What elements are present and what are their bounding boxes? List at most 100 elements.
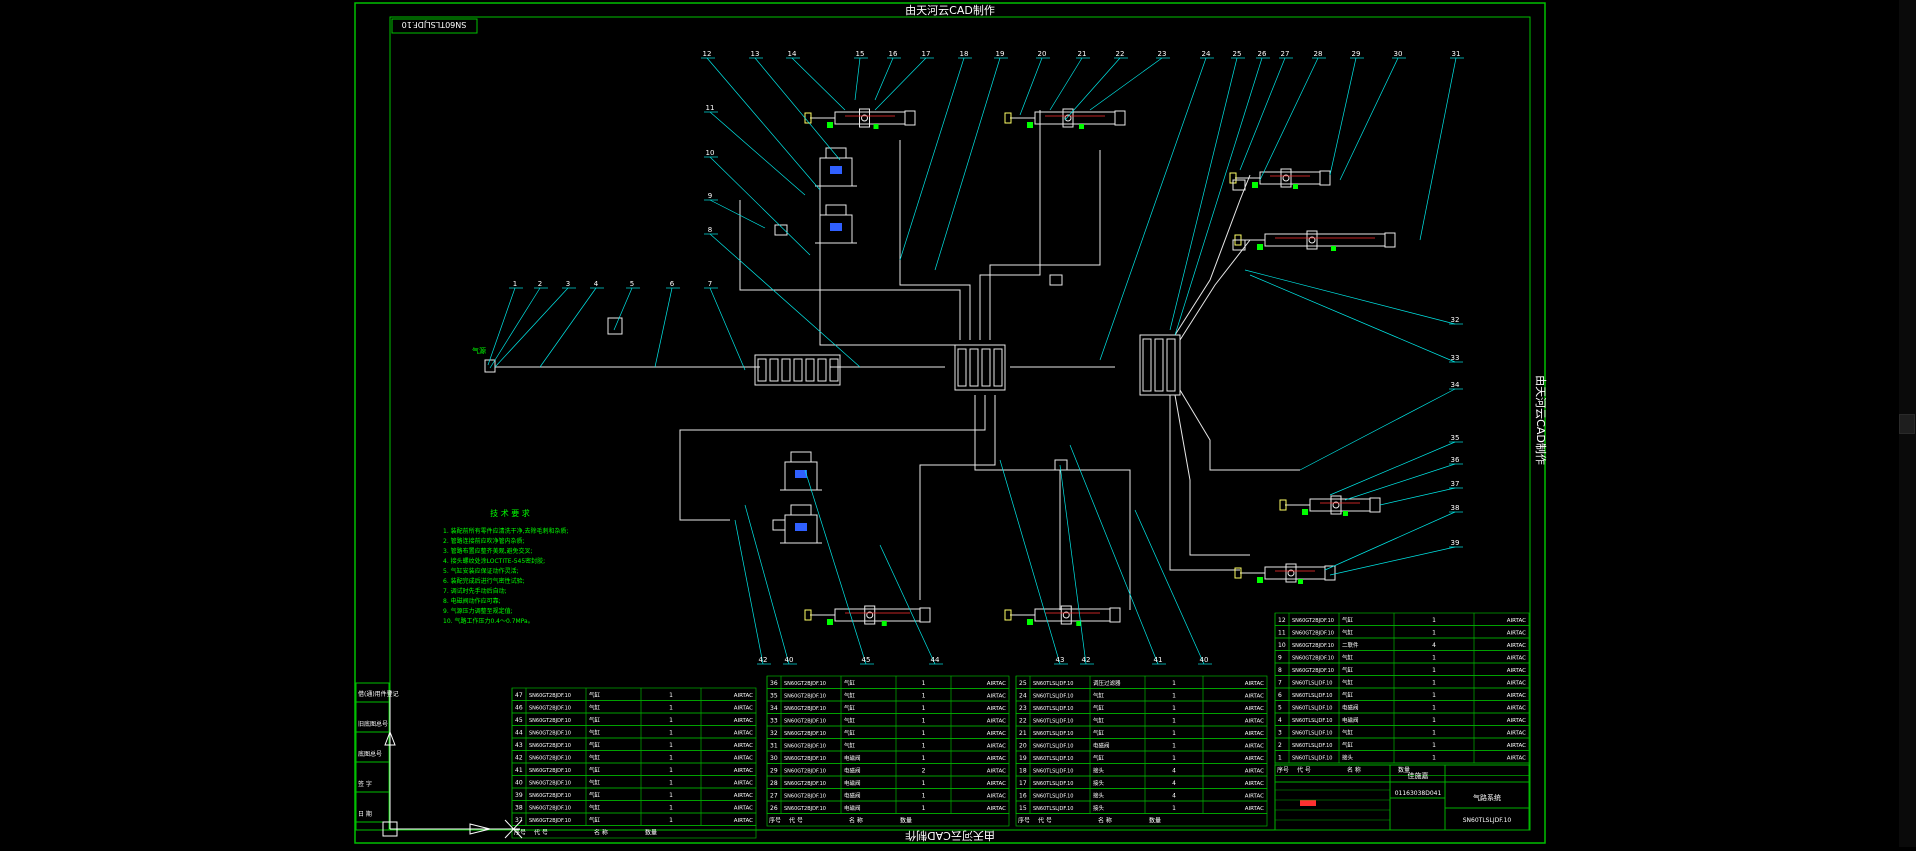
callout-number: 9 [708, 192, 712, 200]
bom-manufacturer: AIRTAC [987, 694, 1006, 700]
bom-qty: 1 [922, 718, 926, 725]
fitting-right [1331, 246, 1336, 251]
cylinder-valve [859, 108, 870, 128]
leader-line [706, 57, 821, 191]
valve-head [825, 147, 847, 159]
callout-number: 40 [785, 656, 794, 664]
leader-line [539, 287, 597, 368]
rod-end [1234, 567, 1242, 579]
tee-fitting [774, 224, 788, 236]
bom-qty: 1 [1172, 805, 1176, 812]
bom-code: SN60GT2BJDF.10 [784, 744, 826, 750]
fitting-left [1252, 182, 1258, 188]
bom-no: 42 [515, 755, 523, 762]
bom-code: SN60TLSLJDF.10 [1033, 694, 1073, 700]
bom-header: 数量 [1149, 817, 1161, 825]
valve-head [790, 451, 812, 463]
bom-header: 数量 [1398, 766, 1410, 774]
cylinder-bottom-right [1004, 605, 1121, 626]
cylinder-right-lower [1234, 230, 1396, 251]
callout-number: 27 [1281, 50, 1290, 58]
bom-name: 气缸 [589, 691, 601, 699]
fitting-right [1079, 124, 1084, 129]
leader-line [613, 287, 633, 331]
leader-line [899, 57, 965, 261]
bom-code: SN60TLSLJDF.10 [1033, 756, 1073, 762]
manifold-station [817, 358, 827, 382]
callout-number: 25 [1233, 50, 1242, 58]
vertical-scrollbar[interactable] [1899, 0, 1916, 847]
callout-number: 12 [703, 50, 712, 58]
bom-manufacturer: AIRTAC [1245, 731, 1264, 737]
callout-number: 42 [759, 656, 768, 664]
bom-name: 接头 [1093, 792, 1105, 800]
bom-name: 电磁阀 [1342, 716, 1359, 724]
bom-name: 电磁阀 [844, 792, 861, 800]
manifold-body [754, 354, 841, 386]
bom-manufacturer: AIRTAC [1245, 681, 1264, 687]
fitting-right [1076, 621, 1082, 626]
cylinder-port [1308, 236, 1316, 244]
cylinder-right-upper [1229, 168, 1331, 189]
bom-manufacturer: AIRTAC [987, 769, 1006, 775]
air-source-label: 气源 [472, 346, 486, 355]
bom-name: 气缸 [589, 729, 601, 737]
callout-number: 1 [513, 280, 517, 288]
bom-code: SN60GT2BJDF.10 [1292, 618, 1334, 624]
code-box-top-text: SN60TLSLJDF.10 [402, 20, 467, 29]
callout-number: 3 [566, 280, 570, 288]
callout-number: 44 [931, 656, 940, 664]
cylinder-body [1309, 498, 1371, 512]
bom-code: SN60GT2BJDF.10 [1292, 643, 1334, 649]
bom-name: 接头 [1093, 779, 1105, 787]
bom-no: 46 [515, 705, 523, 712]
bom-name: 气缸 [589, 741, 601, 749]
scrollbar-thumb[interactable] [1899, 414, 1915, 434]
bom-manufacturer: AIRTAC [734, 781, 753, 787]
bom-qty: 1 [1432, 742, 1436, 749]
leader-line [1059, 464, 1087, 665]
callout-number: 32 [1451, 316, 1460, 324]
leader-line [1244, 269, 1456, 325]
left-label: 借(通)用件登记 [358, 690, 399, 698]
cylinder-port [1287, 569, 1295, 577]
bom-header-row [766, 813, 1010, 827]
leader-line [1339, 57, 1399, 181]
tech-req-line: 9. 气源压力调整至规定值; [443, 607, 513, 615]
bom-qty: 1 [922, 680, 926, 687]
bom-manufacturer: AIRTAC [1245, 794, 1264, 800]
bom-code: SN60TLSLJDF.10 [1292, 743, 1332, 749]
bom-code: SN60GT2BJDF.10 [529, 693, 571, 699]
bom-qty: 4 [1172, 768, 1176, 775]
cylinder-cap [1109, 607, 1121, 623]
bom-manufacturer: AIRTAC [734, 768, 753, 774]
bom-header: 名 称 [1347, 766, 1361, 774]
bom-no: 25 [1019, 680, 1027, 687]
frl-unit [754, 354, 841, 386]
left-label-box [355, 682, 390, 831]
bom-qty: 1 [1172, 680, 1176, 687]
cylinder-body [1264, 233, 1386, 247]
manifold-station [805, 358, 815, 382]
bom-qty: 1 [669, 730, 673, 737]
bom-qty: 1 [669, 805, 673, 812]
fitting-right [1293, 184, 1298, 189]
bom-header: 名 称 [594, 829, 608, 837]
components-layer [484, 108, 1396, 626]
bom-manufacturer: AIRTAC [1507, 668, 1526, 674]
bom-qty: 1 [1432, 755, 1436, 762]
inner-frame [389, 16, 1531, 831]
cylinder-cap [919, 607, 931, 623]
bom-qty: 1 [669, 755, 673, 762]
bom-no: 5 [1278, 705, 1282, 712]
cylinder-bottom-left [804, 605, 931, 626]
manifold-station [793, 358, 803, 382]
manifold-station [769, 358, 779, 382]
cylinder-right-middle [1279, 495, 1381, 516]
valve-head [825, 204, 847, 216]
